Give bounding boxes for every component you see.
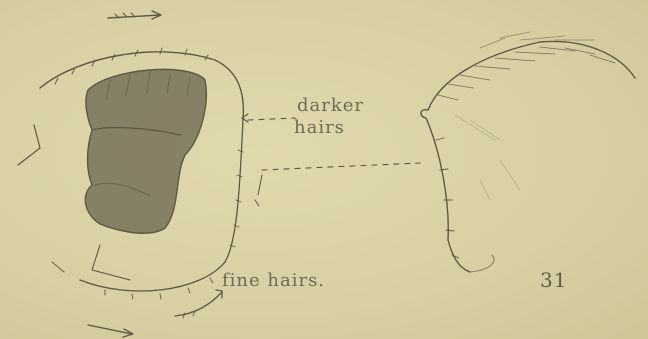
darker-hairs-label-line1: darker — [297, 95, 364, 116]
right-ear-outline — [421, 32, 635, 272]
top-arrow — [108, 11, 161, 19]
bottom-arrow — [88, 325, 133, 337]
figure-number: 31 — [540, 268, 567, 292]
fine-hairs-label: fine hairs. — [222, 270, 325, 291]
fine-hairs-arrow — [175, 290, 222, 318]
darker-hairs-label-line2: hairs — [294, 117, 345, 138]
left-ear-inner-hollow — [85, 69, 206, 233]
